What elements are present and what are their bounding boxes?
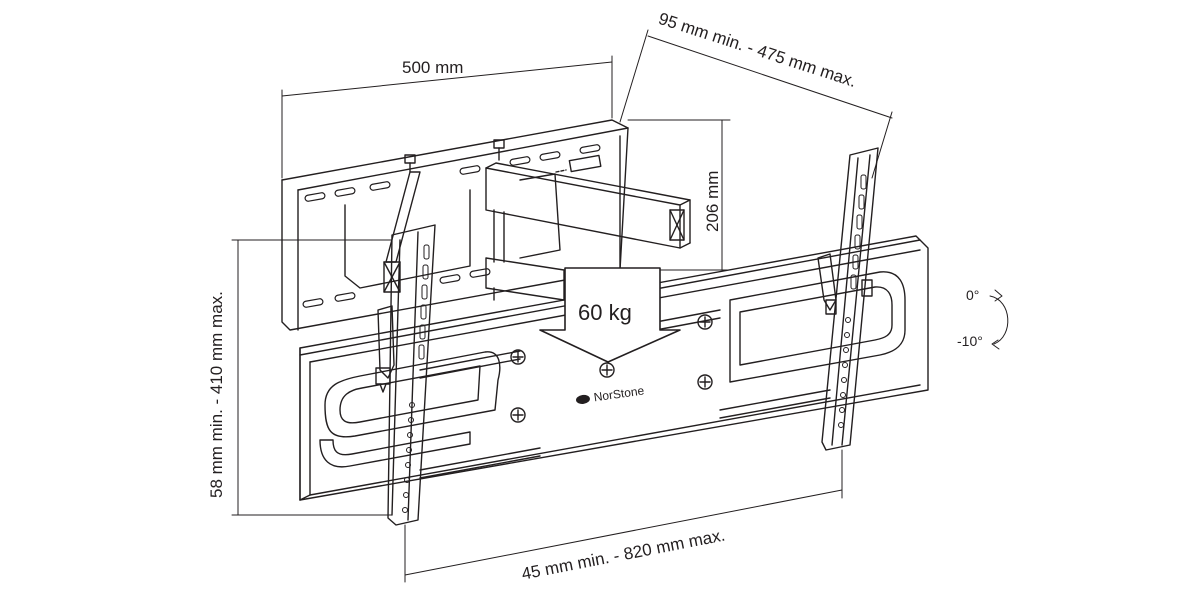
left-vertical-bracket <box>375 224 436 526</box>
load-arrow <box>539 267 681 363</box>
vertical-adjust-dimension-label: 58 mm min. - 410 mm max. <box>207 291 226 498</box>
mount-screws <box>510 314 713 423</box>
wall-plate <box>281 119 629 331</box>
right-vertical-bracket <box>817 147 879 451</box>
tilt-upper-label: 0° <box>966 287 980 303</box>
arm-height-dimension-label: 206 mm <box>703 170 722 232</box>
norstone-logo-icon <box>575 393 591 405</box>
tilt-lower-label: -10° <box>957 333 983 349</box>
width-dimension-label: 500 mm <box>402 58 464 77</box>
load-capacity-label: 60 kg <box>578 300 632 325</box>
dimension-lines <box>231 29 893 583</box>
tilt-indicator <box>989 289 1009 350</box>
